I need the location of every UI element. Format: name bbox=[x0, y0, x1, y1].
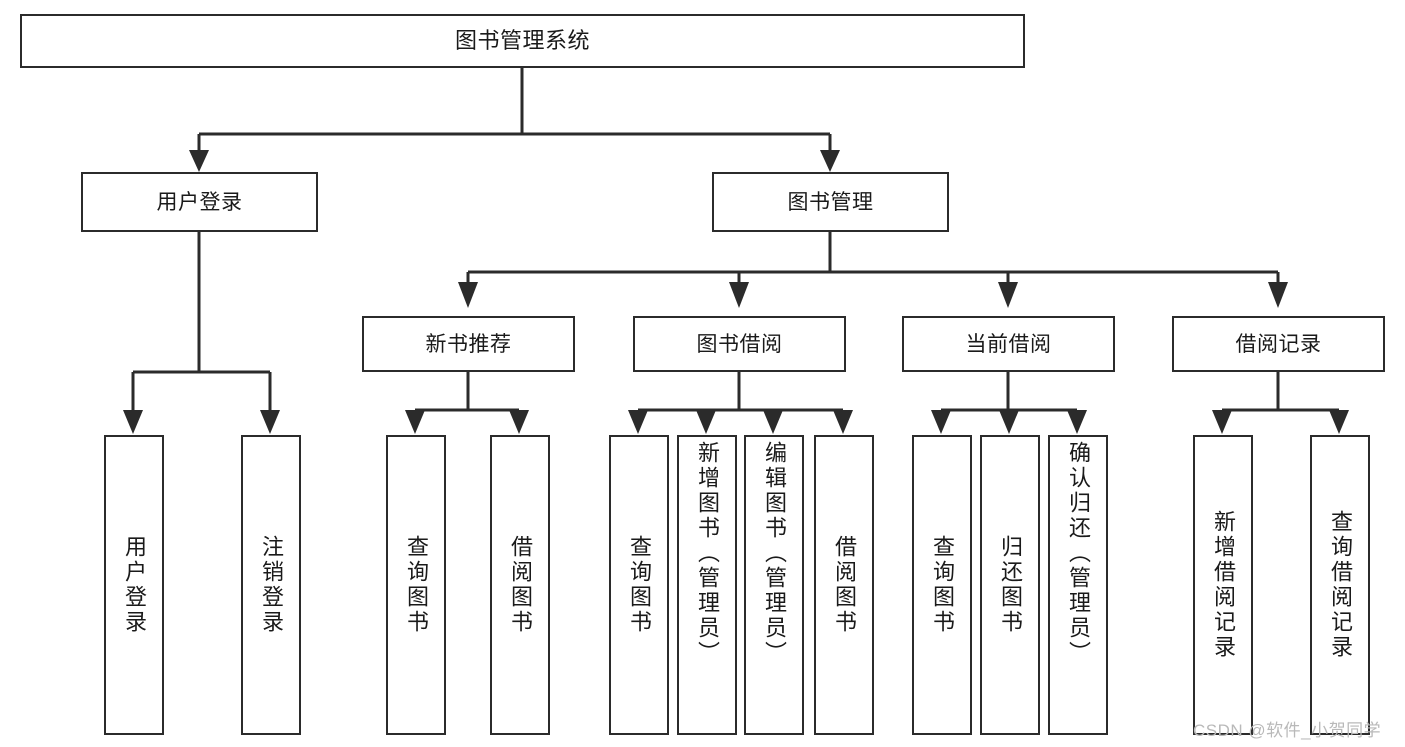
arrowhead-leaf-user-logout bbox=[260, 410, 280, 434]
node-leaf-borrow-book-1-label: 借阅图书 bbox=[508, 535, 533, 635]
arrowhead-leaf-query-book-3 bbox=[931, 410, 951, 434]
node-book-manage-label: 图书管理 bbox=[787, 190, 874, 214]
node-leaf-user-login[interactable]: 用户登录 bbox=[104, 435, 164, 735]
node-user-login[interactable]: 用户登录 bbox=[81, 172, 318, 232]
node-leaf-add-record[interactable]: 新增借阅记录 bbox=[1193, 435, 1253, 735]
node-leaf-borrow-book-1[interactable]: 借阅图书 bbox=[490, 435, 550, 735]
arrowhead-leaf-query-book-2 bbox=[628, 410, 648, 434]
node-leaf-user-login-label: 用户登录 bbox=[122, 535, 147, 635]
node-borrow-record[interactable]: 借阅记录 bbox=[1172, 316, 1385, 372]
arrowhead-leaf-return-book bbox=[999, 410, 1019, 434]
arrowhead-leaf-confirm-return bbox=[1067, 410, 1087, 434]
node-leaf-return-book[interactable]: 归还图书 bbox=[980, 435, 1040, 735]
arrowhead-leaf-user-login bbox=[123, 410, 143, 434]
node-current-borrow[interactable]: 当前借阅 bbox=[902, 316, 1115, 372]
arrowhead-book-manage bbox=[820, 150, 840, 172]
node-leaf-query-book-2-label: 查询图书 bbox=[627, 535, 652, 635]
node-new-book-recommend-label: 新书推荐 bbox=[425, 332, 512, 356]
arrowhead-leaf-borrow-book-2 bbox=[833, 410, 853, 434]
arrowhead-leaf-borrow-book-1 bbox=[509, 410, 529, 434]
node-leaf-user-logout[interactable]: 注销登录 bbox=[241, 435, 301, 735]
arrowhead-book-borrow bbox=[729, 282, 749, 308]
node-leaf-return-book-label: 归还图书 bbox=[998, 535, 1023, 635]
node-user-login-label: 用户登录 bbox=[156, 190, 243, 214]
node-leaf-confirm-return-label: 确认归还（管理员） bbox=[1066, 441, 1091, 666]
node-root[interactable]: 图书管理系统 bbox=[20, 14, 1025, 68]
arrowhead-borrow-record bbox=[1268, 282, 1288, 308]
node-current-borrow-label: 当前借阅 bbox=[965, 332, 1052, 356]
node-leaf-borrow-book-2[interactable]: 借阅图书 bbox=[814, 435, 874, 735]
node-leaf-query-book-2[interactable]: 查询图书 bbox=[609, 435, 669, 735]
arrowhead-leaf-add-book bbox=[696, 410, 716, 434]
node-leaf-query-record[interactable]: 查询借阅记录 bbox=[1310, 435, 1370, 735]
node-book-borrow-label: 图书借阅 bbox=[696, 332, 783, 356]
arrowhead-leaf-query-record bbox=[1329, 410, 1349, 434]
node-leaf-query-book-3[interactable]: 查询图书 bbox=[912, 435, 972, 735]
node-book-manage[interactable]: 图书管理 bbox=[712, 172, 949, 232]
node-leaf-edit-book-label: 编辑图书（管理员） bbox=[762, 441, 787, 666]
node-leaf-add-book[interactable]: 新增图书（管理员） bbox=[677, 435, 737, 735]
watermark: CSDN @软件_小贺同学 bbox=[1193, 721, 1382, 740]
arrowhead-current-borrow bbox=[998, 282, 1018, 308]
node-leaf-query-record-label: 查询借阅记录 bbox=[1328, 510, 1353, 660]
node-root-label: 图书管理系统 bbox=[454, 28, 590, 53]
node-leaf-confirm-return[interactable]: 确认归还（管理员） bbox=[1048, 435, 1108, 735]
node-leaf-query-book-1-label: 查询图书 bbox=[404, 535, 429, 635]
node-borrow-record-label: 借阅记录 bbox=[1235, 332, 1322, 356]
node-leaf-add-book-label: 新增图书（管理员） bbox=[695, 441, 720, 666]
node-leaf-edit-book[interactable]: 编辑图书（管理员） bbox=[744, 435, 804, 735]
arrowhead-user-login bbox=[189, 150, 209, 172]
arrowhead-leaf-query-book-1 bbox=[405, 410, 425, 434]
node-leaf-query-book-3-label: 查询图书 bbox=[930, 535, 955, 635]
node-leaf-add-record-label: 新增借阅记录 bbox=[1211, 510, 1236, 660]
arrowhead-leaf-add-record bbox=[1212, 410, 1232, 434]
node-new-book-recommend[interactable]: 新书推荐 bbox=[362, 316, 575, 372]
arrowhead-new-book-recommend bbox=[458, 282, 478, 308]
node-leaf-user-logout-label: 注销登录 bbox=[259, 535, 284, 635]
node-book-borrow[interactable]: 图书借阅 bbox=[633, 316, 846, 372]
node-leaf-query-book-1[interactable]: 查询图书 bbox=[386, 435, 446, 735]
arrowhead-leaf-edit-book bbox=[763, 410, 783, 434]
node-leaf-borrow-book-2-label: 借阅图书 bbox=[832, 535, 857, 635]
